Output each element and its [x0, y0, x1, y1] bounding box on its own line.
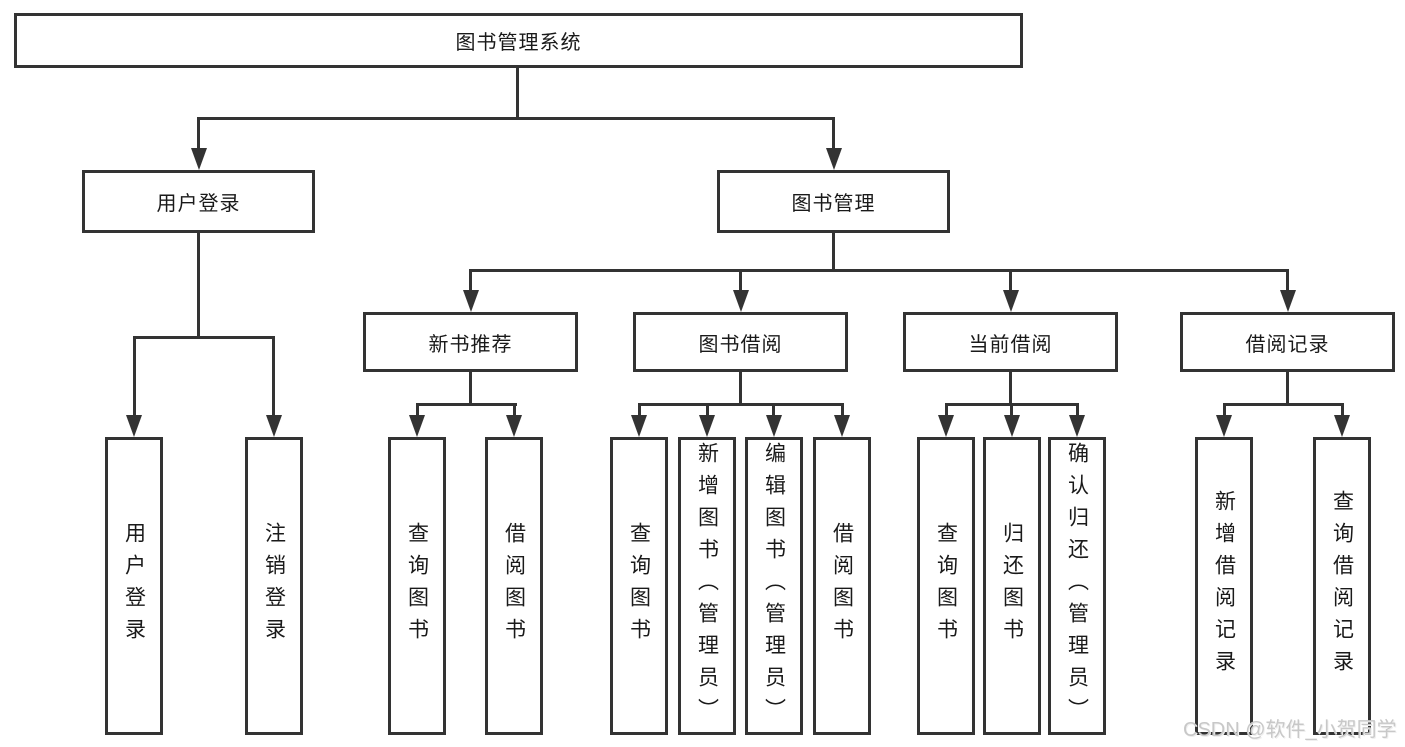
arrow-down-icon [1003, 290, 1019, 312]
connector-records-leaf2-shaft [1341, 403, 1344, 417]
node-new-book-rec: 新书推荐 [363, 312, 578, 372]
connector-user-hline [133, 336, 275, 339]
node-book-mgmt: 图书管理 [717, 170, 950, 233]
arrow-down-icon [266, 415, 282, 437]
arrow-down-icon [506, 415, 522, 437]
connector-level2-hline [197, 117, 835, 120]
node-user-login: 用户登录 [82, 170, 315, 233]
arrow-down-icon [463, 290, 479, 312]
node-leaf-add-borrow-record: 新增借阅记录 [1195, 437, 1253, 735]
connector-rec-hline [416, 403, 517, 406]
connector-records-hline [1223, 403, 1344, 406]
node-label: 新书推荐 [428, 333, 513, 356]
node-label: 借阅图书 [502, 522, 526, 650]
node-label: 新增图书（管理员） [695, 442, 719, 730]
node-leaf-query-books-borrow: 查询图书 [610, 437, 668, 735]
connector-rec-leaf1-shaft [416, 403, 419, 417]
node-label: 当前借阅 [968, 333, 1053, 356]
arrow-down-icon [1334, 415, 1350, 437]
connector-borrow-leaf4-shaft [841, 403, 844, 417]
node-label: 借阅记录 [1245, 333, 1330, 356]
node-leaf-query-borrow-record: 查询借阅记录 [1313, 437, 1371, 735]
connector-borrow-stem [739, 372, 742, 406]
node-leaf-logout: 注销登录 [245, 437, 303, 735]
connector-l3-3-shaft [1009, 269, 1012, 292]
arrow-down-icon [1004, 415, 1020, 437]
arrow-down-icon [191, 148, 207, 170]
arrow-down-icon [126, 415, 142, 437]
node-label: 图书借阅 [698, 333, 783, 356]
connector-borrow-leaf3-shaft [772, 403, 775, 417]
node-leaf-add-book-admin: 新增图书（管理员） [678, 437, 736, 735]
connector-l3-4-shaft [1286, 269, 1289, 292]
node-label: 查询图书 [627, 522, 651, 650]
node-leaf-return-book: 归还图书 [983, 437, 1041, 735]
node-label: 确认归还（管理员） [1065, 442, 1089, 730]
arrow-down-icon [1069, 415, 1085, 437]
node-leaf-query-books-current: 查询图书 [917, 437, 975, 735]
connector-root-drop [516, 68, 519, 120]
node-label: 查询借阅记录 [1330, 490, 1354, 682]
connector-mgmt-stem [832, 233, 835, 272]
node-leaf-query-books-rec: 查询图书 [388, 437, 446, 735]
arrow-down-icon [766, 415, 782, 437]
node-label: 新增借阅记录 [1212, 490, 1236, 682]
connector-user-stem [197, 233, 200, 339]
node-leaf-borrow-books: 借阅图书 [813, 437, 871, 735]
arrow-down-icon [733, 290, 749, 312]
connector-borrow-leaf2-shaft [706, 403, 709, 417]
connector-current-leaf1-shaft [945, 403, 948, 417]
arrow-down-icon [631, 415, 647, 437]
node-label: 注销登录 [262, 522, 286, 650]
arrow-down-icon [938, 415, 954, 437]
node-leaf-edit-book-admin: 编辑图书（管理员） [745, 437, 803, 735]
connector-current-leaf3-shaft [1076, 403, 1079, 417]
arrow-down-icon [699, 415, 715, 437]
connector-book-mgmt-shaft [832, 117, 835, 150]
node-label: 用户登录 [156, 193, 241, 215]
connector-l3-1-shaft [469, 269, 472, 292]
connector-rec-leaf2-shaft [513, 403, 516, 417]
connector-user-leaf2-shaft [272, 336, 275, 417]
connector-current-leaf2-shaft [1010, 403, 1013, 417]
node-label: 图书管理系统 [455, 32, 582, 54]
connector-user-leaf1-shaft [133, 336, 136, 417]
connector-rec-stem [469, 372, 472, 406]
connector-records-stem [1286, 372, 1289, 406]
arrow-down-icon [1216, 415, 1232, 437]
node-label: 归还图书 [1000, 522, 1024, 650]
watermark: CSDN @软件_小贺同学 [1183, 719, 1397, 741]
node-root: 图书管理系统 [14, 13, 1023, 68]
connector-level3-hline [469, 269, 1289, 272]
connector-borrow-hline [638, 403, 844, 406]
node-label: 图书管理 [791, 193, 876, 215]
connector-current-stem [1009, 372, 1012, 406]
node-label: 借阅图书 [830, 522, 854, 650]
node-leaf-confirm-return-admin: 确认归还（管理员） [1048, 437, 1106, 735]
connector-records-leaf1-shaft [1223, 403, 1226, 417]
arrow-down-icon [826, 148, 842, 170]
arrow-down-icon [409, 415, 425, 437]
node-borrow-records: 借阅记录 [1180, 312, 1395, 372]
node-book-borrow: 图书借阅 [633, 312, 848, 372]
node-label: 用户登录 [122, 522, 146, 650]
connector-user-login-shaft [197, 117, 200, 150]
arrow-down-icon [834, 415, 850, 437]
node-label: 编辑图书（管理员） [762, 442, 786, 730]
node-label: 查询图书 [934, 522, 958, 650]
connector-l3-2-shaft [739, 269, 742, 292]
connector-borrow-leaf1-shaft [638, 403, 641, 417]
node-leaf-user-login: 用户登录 [105, 437, 163, 735]
node-leaf-borrow-books-rec: 借阅图书 [485, 437, 543, 735]
node-label: 查询图书 [405, 522, 429, 650]
node-current-borrow: 当前借阅 [903, 312, 1118, 372]
arrow-down-icon [1280, 290, 1296, 312]
